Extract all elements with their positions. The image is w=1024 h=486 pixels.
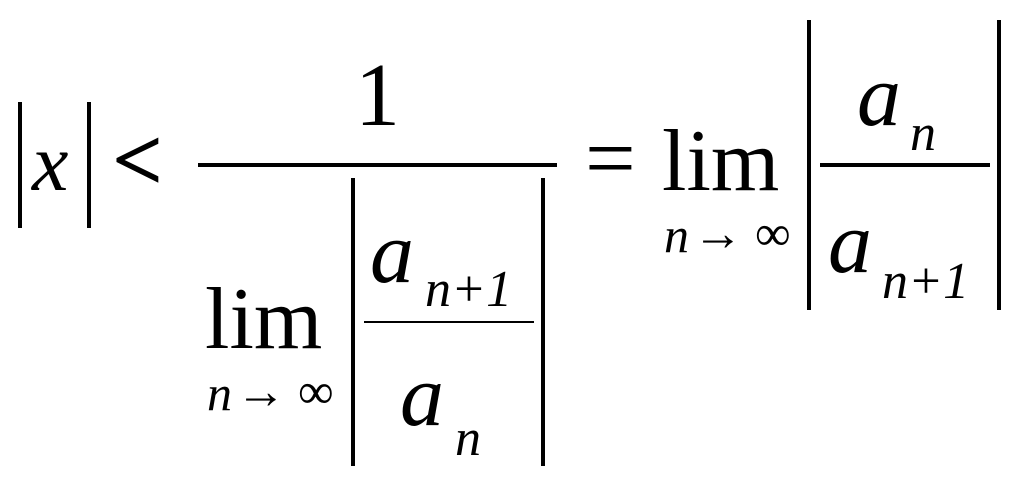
lim-sub-infinity-left: ∞ xyxy=(298,363,334,419)
lim-sub-infinity-right: ∞ xyxy=(755,205,791,261)
inner1-den-sub: n xyxy=(455,410,481,467)
lim-sub-var-right: n xyxy=(664,207,689,263)
inner1-num-sub: n+1 xyxy=(425,261,512,318)
less-than-sign: < xyxy=(112,111,163,210)
inner1-den-a: a xyxy=(400,348,444,445)
lim-sub-var-left: n xyxy=(207,365,232,421)
inner2-num-a: a xyxy=(857,48,901,145)
lim-operator-left: lim xyxy=(205,271,322,368)
inner2-den-a: a xyxy=(828,195,872,292)
inner1-num-a: a xyxy=(370,205,414,302)
inner2-num-sub: n xyxy=(910,105,936,162)
numerator-one: 1 xyxy=(355,46,400,145)
equals-sign: = xyxy=(585,109,636,208)
inner2-den-sub: n+1 xyxy=(882,253,969,310)
lim-sub-arrow-left: → xyxy=(236,363,286,419)
lim-operator-right: lim xyxy=(662,113,779,210)
variable-x: x xyxy=(31,117,68,208)
lim-sub-arrow-right: → xyxy=(693,205,743,261)
